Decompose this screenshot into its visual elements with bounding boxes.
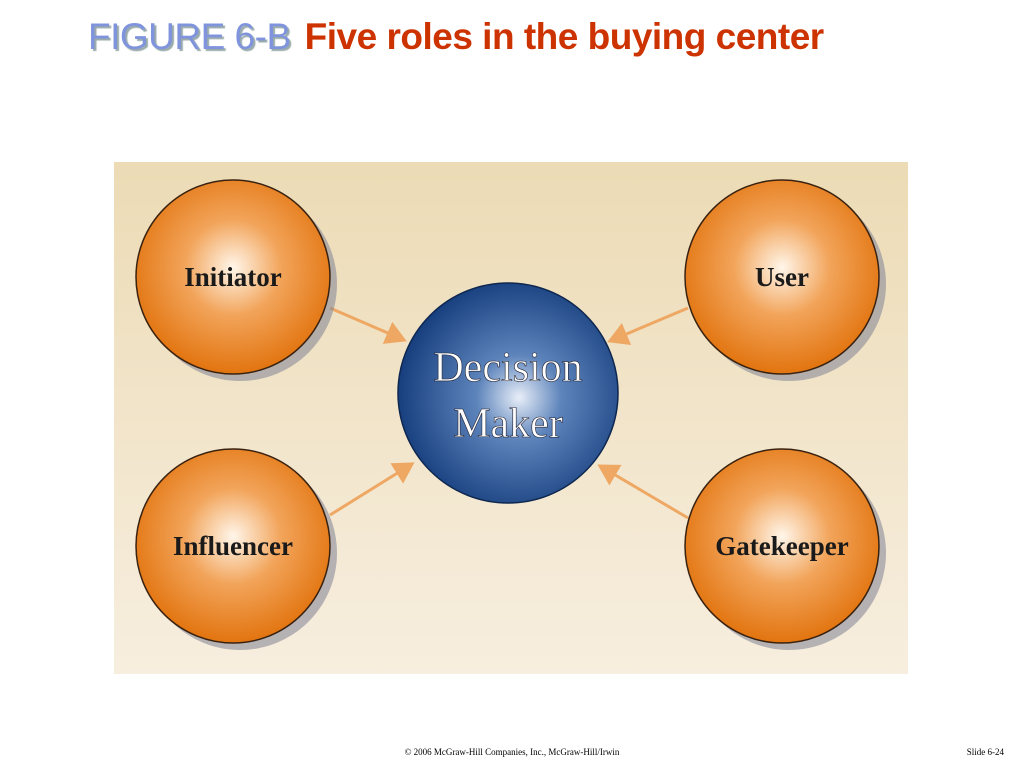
center-label-line1: Decision bbox=[433, 345, 582, 391]
role-label: Initiator bbox=[184, 262, 282, 292]
role-influencer: Influencer bbox=[135, 448, 337, 650]
title-text: Five roles in the buying center bbox=[304, 16, 825, 57]
center-label-line2: Maker bbox=[453, 401, 563, 447]
arrow-user bbox=[607, 306, 689, 346]
slide-number: Slide 6-24 bbox=[966, 747, 1004, 757]
role-label: Influencer bbox=[173, 531, 293, 561]
role-label: Gatekeeper bbox=[715, 531, 848, 561]
role-label: User bbox=[755, 262, 809, 292]
figure-label: FIGURE 6-B bbox=[88, 16, 291, 57]
decision-maker-node: Decision Maker bbox=[397, 282, 619, 504]
role-user: User bbox=[684, 179, 886, 381]
arrow-initiator bbox=[329, 306, 407, 344]
copyright: © 2006 McGraw-Hill Companies, Inc., McGr… bbox=[404, 747, 620, 757]
arrow-gatekeeper bbox=[597, 464, 689, 520]
role-gatekeeper: Gatekeeper bbox=[684, 448, 886, 650]
arrow-influencer bbox=[329, 462, 415, 517]
arrows bbox=[329, 306, 689, 520]
role-initiator: Initiator bbox=[135, 179, 337, 381]
slide-title: FIGURE 6-B Five roles in the buying cente… bbox=[88, 16, 824, 58]
